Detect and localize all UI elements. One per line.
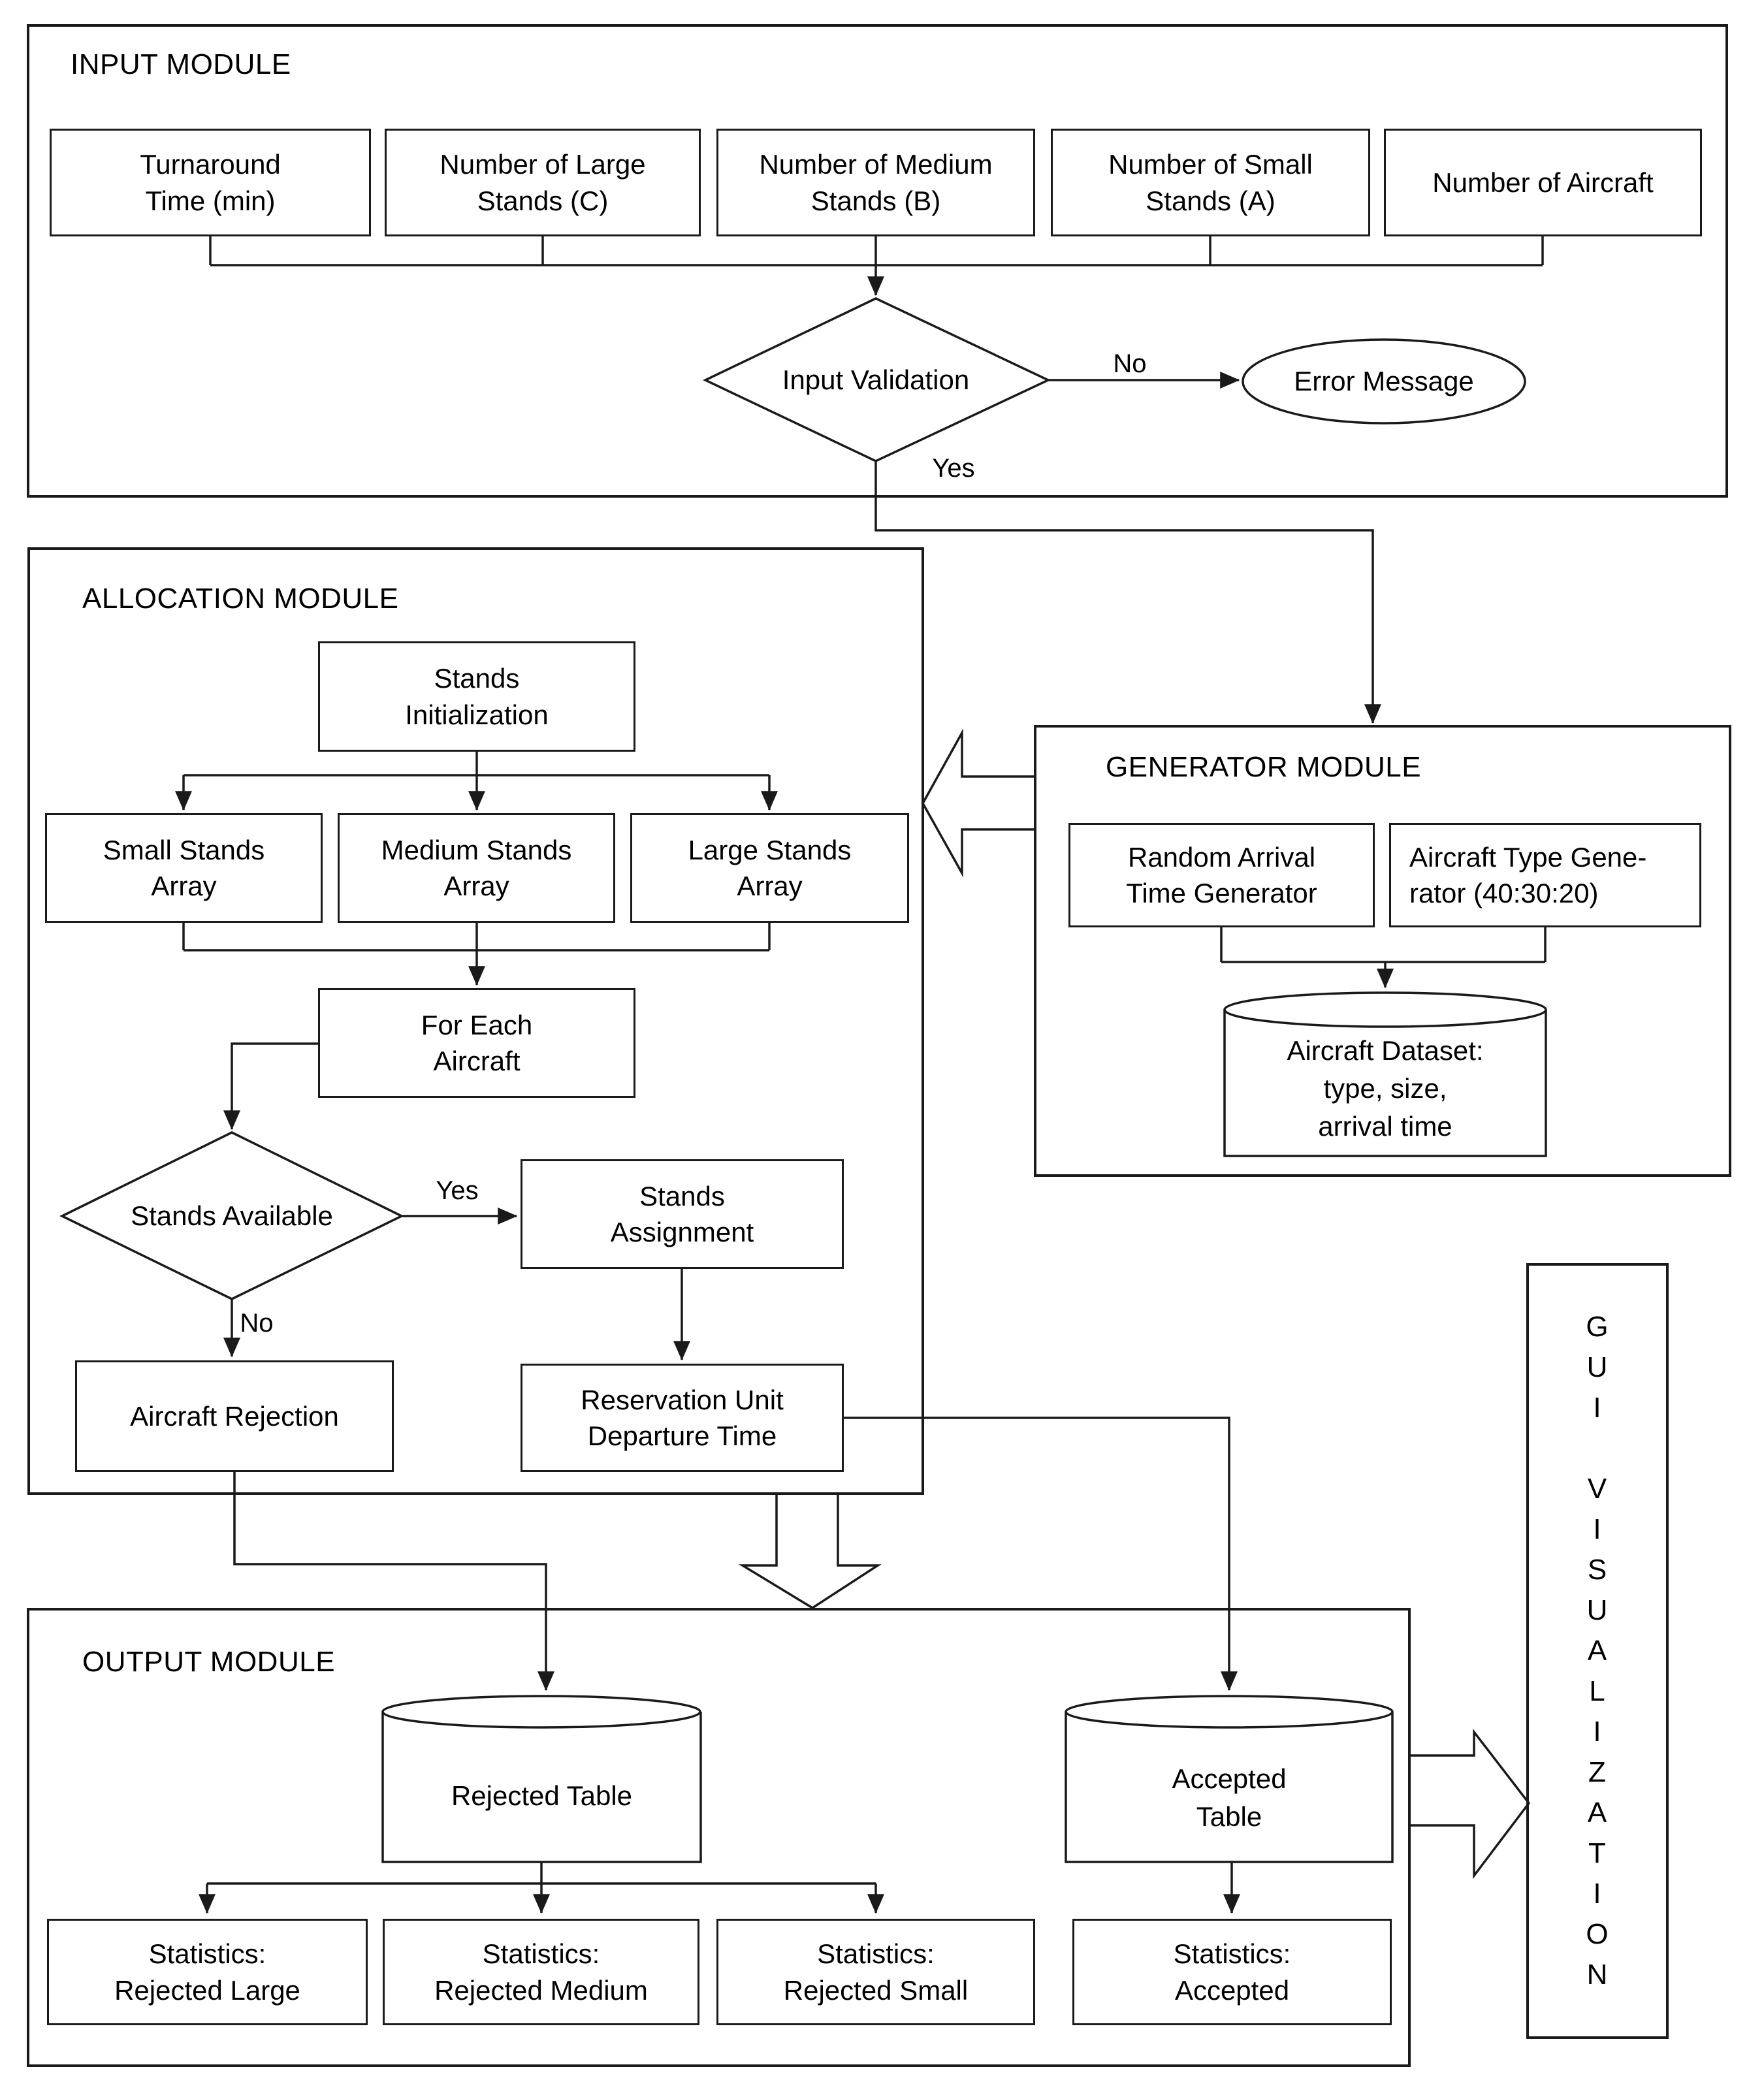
node-number-medium-stands: Number of Medium Stands (B) (716, 129, 1035, 236)
node-number-small-stands: Number of Small Stands (A) (1051, 129, 1370, 236)
node-statistics-rejected-large: Statistics: Rejected Large (47, 1919, 368, 2025)
node-random-arrival-generator: Random Arrival Time Generator (1068, 823, 1375, 927)
gui-visualization-container (1526, 1263, 1669, 2039)
validation-yes-label: Yes (932, 454, 975, 483)
node-for-each-aircraft: For Each Aircraft (318, 988, 635, 1098)
node-small-stands-array: Small Stands Array (45, 813, 323, 923)
input-module-title: INPUT MODULE (71, 48, 291, 80)
accepted-table-label: Accepted Table (1172, 1763, 1287, 1832)
gui-visualization-label: G U I V I S U A L I Z A T I O N (1586, 1311, 1609, 1991)
node-reservation-unit-departure-time: Reservation Unit Departure Time (521, 1364, 844, 1472)
aircraft-dataset-label: Aircraft Dataset: type, size, arrival ti… (1287, 1035, 1484, 1142)
output-module-container (27, 1608, 1411, 2067)
input-module-container (27, 24, 1728, 498)
allocation-module-container (27, 547, 924, 1495)
accepted-table-cylinder (1065, 1695, 1394, 1863)
stands-available-label: Stands Available (131, 1200, 333, 1232)
generator-module-container (1034, 725, 1731, 1177)
rejected-table-label: Rejected Table (451, 1780, 633, 1812)
node-medium-stands-array: Medium Stands Array (338, 813, 615, 923)
node-aircraft-type-generator: Aircraft Type Gene- rator (40:30:20) (1389, 823, 1701, 927)
node-statistics-rejected-small: Statistics: Rejected Small (716, 1919, 1035, 2025)
output-module-title: OUTPUT MODULE (82, 1646, 336, 1678)
error-message-ellipse (1242, 338, 1526, 425)
allocation-to-output-block-arrow (738, 1492, 882, 1610)
generator-to-allocation-block-arrow (921, 728, 1036, 878)
node-large-stands-array: Large Stands Array (630, 813, 909, 923)
generator-wires (1220, 927, 1547, 989)
input-validation-label: Input Validation (782, 364, 970, 396)
output-wires (199, 1862, 1240, 1914)
input-wires (209, 236, 1544, 724)
validation-no-label: No (1113, 349, 1147, 379)
output-to-gui-block-arrow (1408, 1728, 1531, 1880)
error-message-label: Error Message (1294, 366, 1474, 397)
rejected-table-cylinder (381, 1695, 702, 1863)
node-number-large-stands: Number of Large Stands (C) (385, 129, 701, 236)
node-turnaround-time: Turnaround Time (min) (50, 129, 371, 236)
allocation-wires (175, 752, 1238, 1691)
node-number-aircraft: Number of Aircraft (1384, 129, 1702, 236)
node-statistics-rejected-medium: Statistics: Rejected Medium (383, 1919, 699, 2025)
aircraft-dataset-cylinder (1223, 991, 1547, 1157)
node-statistics-accepted: Statistics: Accepted (1072, 1919, 1392, 2025)
node-stands-assignment: Stands Assignment (521, 1159, 844, 1269)
allocation-module-title: ALLOCATION MODULE (82, 583, 399, 615)
stands-available-no-label: No (240, 1309, 274, 1338)
node-stands-initialization: Stands Initialization (318, 641, 635, 752)
generator-module-title: GENERATOR MODULE (1106, 751, 1422, 783)
node-aircraft-rejection: Aircraft Rejection (75, 1360, 394, 1472)
stands-available-yes-label: Yes (436, 1176, 479, 1206)
